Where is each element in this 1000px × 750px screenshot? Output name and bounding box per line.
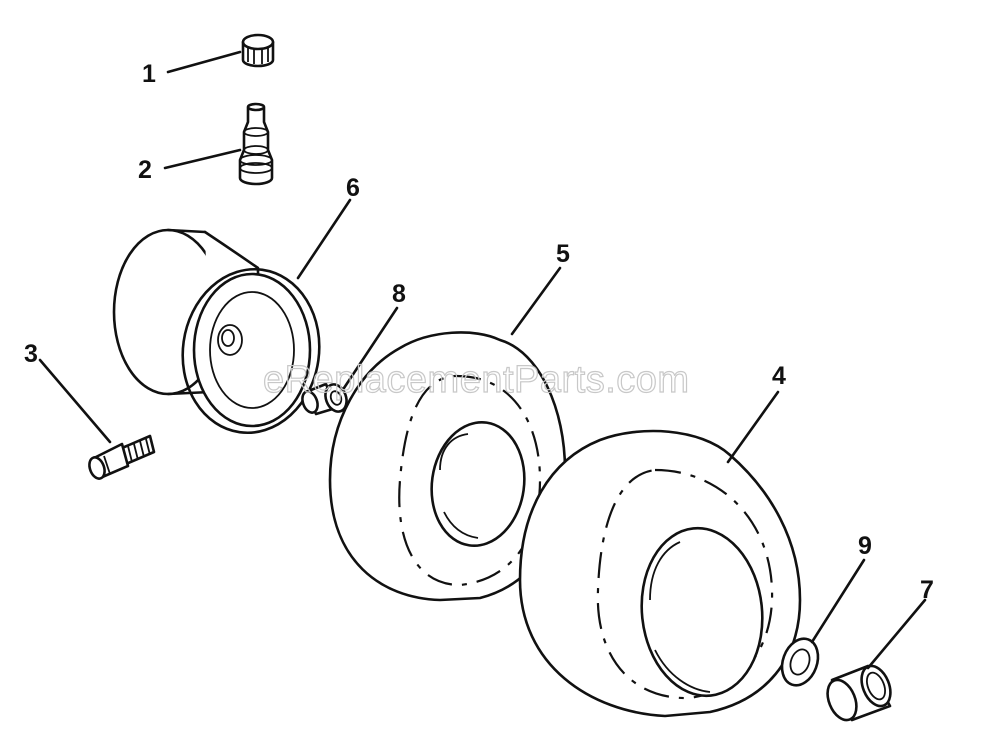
callout-4: 4 bbox=[772, 362, 786, 390]
callout-7: 7 bbox=[920, 576, 934, 604]
leader-6 bbox=[296, 198, 352, 280]
leader-9 bbox=[810, 558, 866, 644]
part-1-valve-cap bbox=[241, 33, 275, 68]
part-5-tire bbox=[328, 331, 567, 602]
leader-1 bbox=[166, 50, 242, 74]
part-8-bushing bbox=[301, 382, 348, 416]
leader-7 bbox=[866, 598, 927, 670]
leader-8 bbox=[342, 306, 399, 390]
part-4-tire bbox=[518, 429, 802, 718]
leader-lines bbox=[38, 50, 927, 670]
part-6-wheel-rim bbox=[112, 228, 321, 435]
leader-3 bbox=[38, 358, 112, 444]
callout-5: 5 bbox=[556, 240, 570, 268]
callout-6: 6 bbox=[346, 174, 360, 202]
callout-labels: 1 2 3 4 5 6 7 8 9 bbox=[24, 60, 934, 604]
callout-3: 3 bbox=[24, 340, 38, 368]
part-7-spacer bbox=[826, 664, 892, 722]
callout-8: 8 bbox=[392, 280, 406, 308]
part-3-bolt bbox=[88, 434, 156, 480]
leader-2 bbox=[163, 148, 242, 170]
watermark: eReplacementParts.com bbox=[263, 359, 690, 401]
callout-2: 2 bbox=[138, 156, 152, 184]
leader-5 bbox=[510, 266, 562, 336]
callout-9: 9 bbox=[858, 532, 872, 560]
callout-1: 1 bbox=[142, 60, 156, 88]
leader-4 bbox=[726, 390, 780, 464]
part-9-washer bbox=[780, 637, 820, 687]
part-2-valve-stem bbox=[238, 102, 274, 186]
